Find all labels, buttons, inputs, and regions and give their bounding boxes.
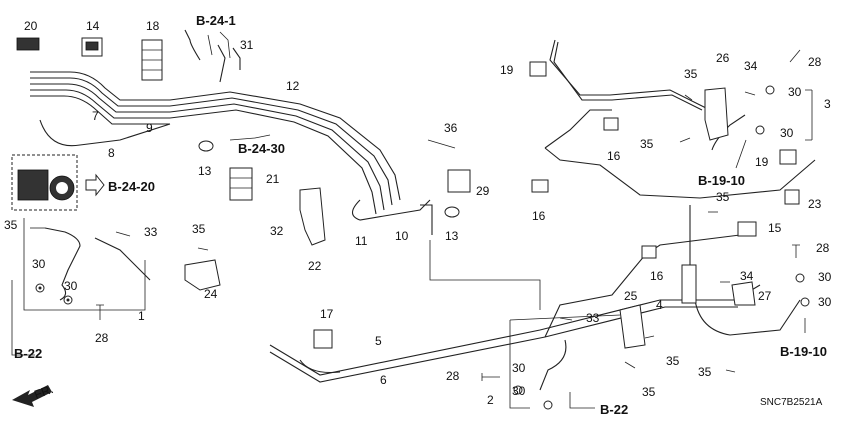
callout-22: 22 [308,259,322,273]
clip-19 [529,61,797,165]
main-pipe-bundle [30,29,541,310]
callout-19b: 19 [755,155,769,169]
callout-28c: 28 [816,241,830,255]
ref-b24-1: B-24-1 [196,13,236,28]
clip-15 [737,221,757,237]
callout-33a: 33 [144,225,158,239]
callout-31: 31 [240,38,254,52]
callout-32: 32 [270,224,284,238]
callout-33b: 33 [586,311,600,325]
abs-modulator [11,154,105,211]
front-label: FR. [32,382,55,402]
callout-19a: 19 [500,63,514,77]
callout-35c: 35 [684,67,698,81]
callout-18: 18 [146,19,160,33]
callout-12: 12 [286,79,300,93]
callout-16b: 16 [532,209,546,223]
bracket-22 [299,187,326,246]
callout-14: 14 [86,19,100,33]
junction-block-20 [16,37,40,51]
callout-5: 5 [375,334,382,348]
callout-3: 3 [824,97,831,111]
callout-24: 24 [204,287,218,301]
clip-21 [229,167,253,201]
callout-26: 26 [716,51,730,65]
callout-20: 20 [24,19,38,33]
ref-b22-bottom: B-22 [600,402,628,417]
bracket-4 [681,264,697,304]
callout-17: 17 [320,307,334,321]
callout-2: 2 [487,393,494,407]
callout-30d: 30 [780,126,794,140]
rear-upper-pipes [544,39,816,270]
callout-16c: 16 [650,269,664,283]
front-direction-arrow [12,385,52,407]
grommet-13 [198,140,460,218]
callout-30g: 30 [512,361,526,375]
callout-4: 4 [656,298,663,312]
callout-29: 29 [476,184,490,198]
bracket-26 [704,87,729,141]
callout-11: 11 [355,234,368,248]
callout-30h: 30 [512,384,526,398]
callout-13b: 13 [445,229,459,243]
bracket-27 [731,281,756,306]
callout-35d: 35 [640,137,654,151]
ref-b19-10-bottom: B-19-10 [780,344,827,359]
ref-b24-20: B-24-20 [108,179,155,194]
callout-9: 9 [146,121,153,135]
clip-16 [531,117,657,259]
callout-28b: 28 [808,55,822,69]
clip-23 [784,189,800,205]
clip-14 [81,37,103,57]
clip-18 [141,39,163,81]
floor-pipes [269,234,761,383]
callout-10: 10 [395,229,409,243]
callout-30f: 30 [818,295,832,309]
callout-35h: 35 [698,365,712,379]
callout-1: 1 [138,309,145,323]
clip-17 [313,329,333,349]
callout-34b: 34 [740,269,754,283]
callout-35a: 35 [4,218,18,232]
callout-16a: 16 [607,149,621,163]
callout-28d: 28 [446,369,460,383]
callout-35g: 35 [642,385,656,399]
diagram-code: SNC7B2521A [760,397,823,408]
clip-29 [447,169,471,193]
brake-hoses [44,114,801,391]
section-references: B-24-1 B-24-30 B-24-20 B-22 B-22 B-19-10… [14,13,827,417]
callout-34a: 34 [744,59,758,73]
callout-30e: 30 [818,270,832,284]
ref-b24-30: B-24-30 [238,141,285,156]
callout-15: 15 [768,221,782,235]
callout-numbers: 20 14 18 31 7 8 9 13 12 36 29 11 10 13 1… [4,19,832,407]
callout-28a: 28 [95,331,109,345]
callout-8: 8 [108,146,115,160]
callout-35f: 35 [666,354,680,368]
callout-35e: 35 [716,190,730,204]
callout-36: 36 [444,121,458,135]
leader-lines [11,31,813,409]
callout-13: 13 [198,164,212,178]
callout-30c: 30 [788,85,802,99]
callout-21: 21 [266,172,280,186]
callout-7: 7 [92,109,99,123]
bracket-24 [184,259,221,291]
callout-27: 27 [758,289,772,303]
callout-6: 6 [380,373,387,387]
callout-35b: 35 [192,222,206,236]
callout-23: 23 [808,197,822,211]
callout-30a: 30 [32,257,46,271]
bracket-25 [619,304,646,349]
callout-30b: 30 [64,279,78,293]
ref-b22-left: B-22 [14,346,42,361]
callout-25: 25 [624,289,638,303]
bolts-and-washers [30,49,810,410]
ref-b19-10-top: B-19-10 [698,173,745,188]
